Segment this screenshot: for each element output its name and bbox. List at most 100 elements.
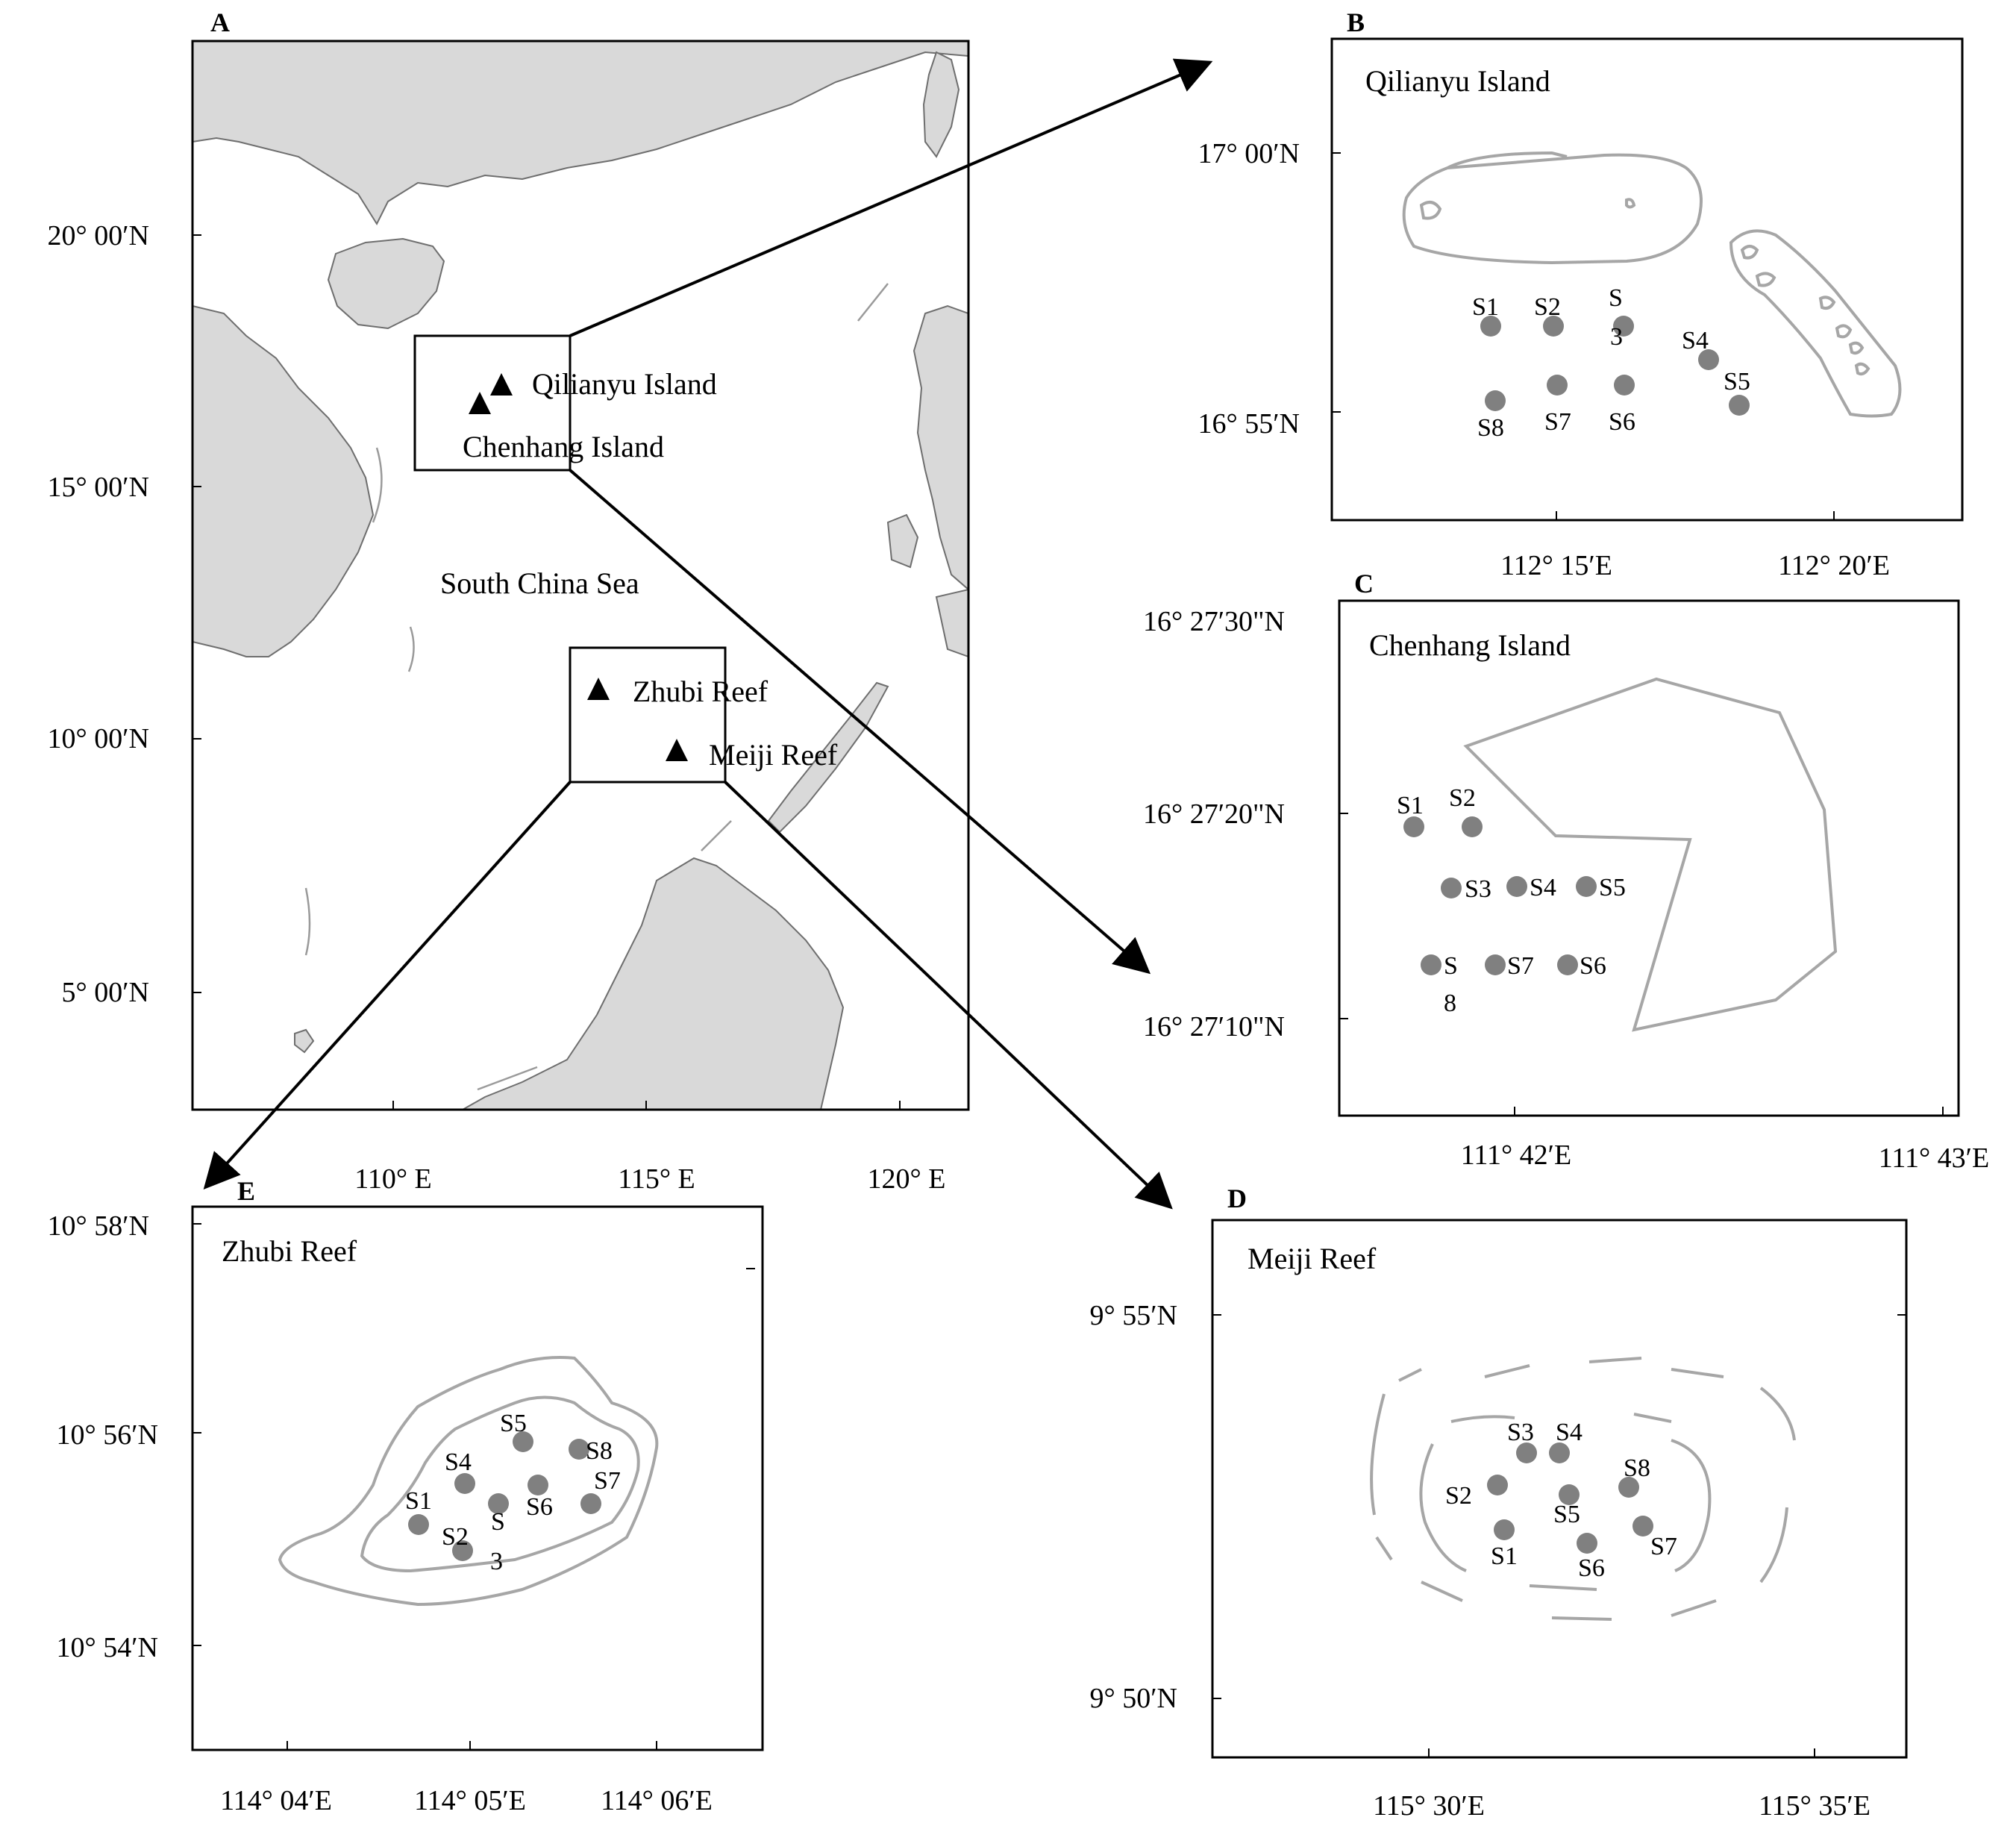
connector-arrows xyxy=(203,58,1213,1210)
panel-b-lon-label: 112° 15′E xyxy=(1500,550,1612,581)
indochina-peninsula xyxy=(192,304,375,657)
natuna-island xyxy=(294,1028,315,1054)
panel-b-title: Qilianyu Island xyxy=(1365,64,1550,98)
site-label: S6 xyxy=(1578,1554,1605,1582)
site-dot-icon xyxy=(1487,1475,1508,1495)
panel-e-lat-label: 10° 58′N xyxy=(48,1210,149,1242)
shoal-line xyxy=(857,283,889,322)
shoal-line xyxy=(304,887,311,956)
site-dot-icon xyxy=(1485,390,1506,411)
meiji-outer-ring xyxy=(1671,1368,1724,1378)
site-label: S2 xyxy=(1449,784,1476,812)
site-dot-icon xyxy=(408,1514,429,1535)
panel-b-lat-label: 16° 55′N xyxy=(1198,408,1300,440)
site-dot-icon xyxy=(1421,954,1441,975)
site-dot-icon xyxy=(1403,816,1424,837)
arrow-to-panel-c xyxy=(569,469,1151,975)
shoal-line xyxy=(372,447,383,523)
site-label: S5 xyxy=(1599,874,1626,901)
panel-d-lon-label: 115° 30′E xyxy=(1373,1790,1485,1822)
qilianyu-east-reef-outline xyxy=(1729,229,1902,418)
panel-d: D Meiji Reef 9° 55′N 9° 50′N 115° 30′E 1… xyxy=(1090,1184,1908,1822)
site-label: S4 xyxy=(1556,1419,1583,1446)
site-label: S5 xyxy=(1724,368,1750,396)
site-label: S2 xyxy=(442,1523,469,1551)
panel-e-title: Zhubi Reef xyxy=(222,1234,357,1268)
site-dot-icon xyxy=(1557,954,1578,975)
site-label: S xyxy=(491,1508,505,1536)
site-label: S4 xyxy=(1530,874,1556,901)
site-dot-icon xyxy=(580,1493,601,1514)
site-label: S7 xyxy=(1507,952,1534,980)
meiji-outer-ring xyxy=(1759,1387,1796,1441)
meiji-outer-ring xyxy=(1588,1357,1642,1363)
site-label: S xyxy=(1609,284,1623,312)
shoal-line xyxy=(407,626,415,672)
meiji-outer-ring xyxy=(1370,1393,1386,1516)
panel-a-frame xyxy=(191,40,970,1111)
site-dot-icon xyxy=(1559,1484,1580,1505)
panel-b-frame xyxy=(1330,37,1964,522)
panel-a-basemap xyxy=(192,41,968,1110)
reef-islet xyxy=(1818,296,1836,310)
site-label: 3 xyxy=(490,1548,503,1575)
shoal-line xyxy=(701,820,732,851)
triangle-marker-icon xyxy=(666,739,688,761)
qilianyu-island-label: Qilianyu Island xyxy=(532,367,717,401)
site-dot-icon xyxy=(513,1431,533,1452)
site-dot-icon xyxy=(1543,316,1564,337)
arrow-to-panel-e xyxy=(203,781,572,1190)
panel-a-lat-label: 15° 00′N xyxy=(48,472,149,503)
panel-c-frame xyxy=(1338,599,1960,1117)
meiji-inner-ring xyxy=(1419,1443,1467,1572)
site-label: S8 xyxy=(1624,1454,1650,1482)
panel-c-lon-label: 111° 43′E xyxy=(1879,1142,1989,1174)
site-label: S6 xyxy=(526,1493,553,1521)
site-dot-icon xyxy=(488,1493,509,1514)
panel-e-lon-label: 114° 06′E xyxy=(601,1785,713,1816)
meiji-outer-ring xyxy=(1551,1616,1612,1621)
triangle-marker-icon xyxy=(587,678,610,700)
site-dot-icon xyxy=(1577,1533,1597,1554)
arrow-to-panel-d xyxy=(724,781,1173,1210)
site-dot-icon xyxy=(1480,316,1501,337)
site-dot-icon xyxy=(1441,878,1462,898)
meiji-inner-ring xyxy=(1633,1413,1672,1423)
site-label: S8 xyxy=(586,1437,613,1465)
china-mainland xyxy=(192,41,968,226)
panel-c-lat-label: 16° 27′20"N xyxy=(1143,798,1285,830)
panel-d-lat-label: 9° 55′N xyxy=(1090,1300,1177,1331)
site-label: S7 xyxy=(1650,1533,1677,1560)
meiji-reef-label: Meiji Reef xyxy=(709,738,838,772)
site-dot-icon xyxy=(1547,375,1568,396)
site-dot-icon xyxy=(1516,1442,1537,1463)
triangle-marker-icon xyxy=(469,392,491,414)
hainan-island xyxy=(327,237,445,330)
chenhang-island-label: Chenhang Island xyxy=(463,430,664,463)
site-dot-icon xyxy=(1613,316,1634,337)
site-dot-icon xyxy=(1729,395,1750,416)
meiji-inner-ring xyxy=(1450,1415,1515,1423)
panel-e-lat-label: 10° 56′N xyxy=(57,1419,158,1451)
north-study-area-box xyxy=(413,334,572,472)
reef-islet xyxy=(1854,362,1871,376)
reef-islet xyxy=(1740,245,1759,260)
panel-a-letter: A xyxy=(210,7,230,37)
qilianyu-reef-outline xyxy=(1402,151,1703,265)
panel-b: B Qilianyu Island 17° 00′N 16° 55′N 112°… xyxy=(1198,7,1964,581)
visayas-islands xyxy=(935,588,968,658)
panel-d-letter: D xyxy=(1227,1184,1247,1213)
panel-c-lat-label: 16° 27′30"N xyxy=(1143,606,1285,637)
panel-e-lat-label: 10° 54′N xyxy=(57,1632,158,1663)
panel-d-frame xyxy=(1211,1219,1908,1759)
panel-a-lon-label: 115° E xyxy=(618,1163,695,1195)
reef-islet xyxy=(1835,324,1853,339)
panel-a-lat-label: 20° 00′N xyxy=(48,220,149,251)
meiji-outer-ring xyxy=(1671,1599,1717,1617)
panel-c-lon-label: 111° 42′E xyxy=(1461,1140,1571,1171)
zhubi-reef-outer-outline xyxy=(278,1356,659,1607)
zhubi-reef-label: Zhubi Reef xyxy=(633,675,768,708)
panel-c-letter: C xyxy=(1354,569,1374,598)
south-china-sea-label: South China Sea xyxy=(440,566,639,600)
meiji-outer-ring xyxy=(1375,1536,1393,1561)
